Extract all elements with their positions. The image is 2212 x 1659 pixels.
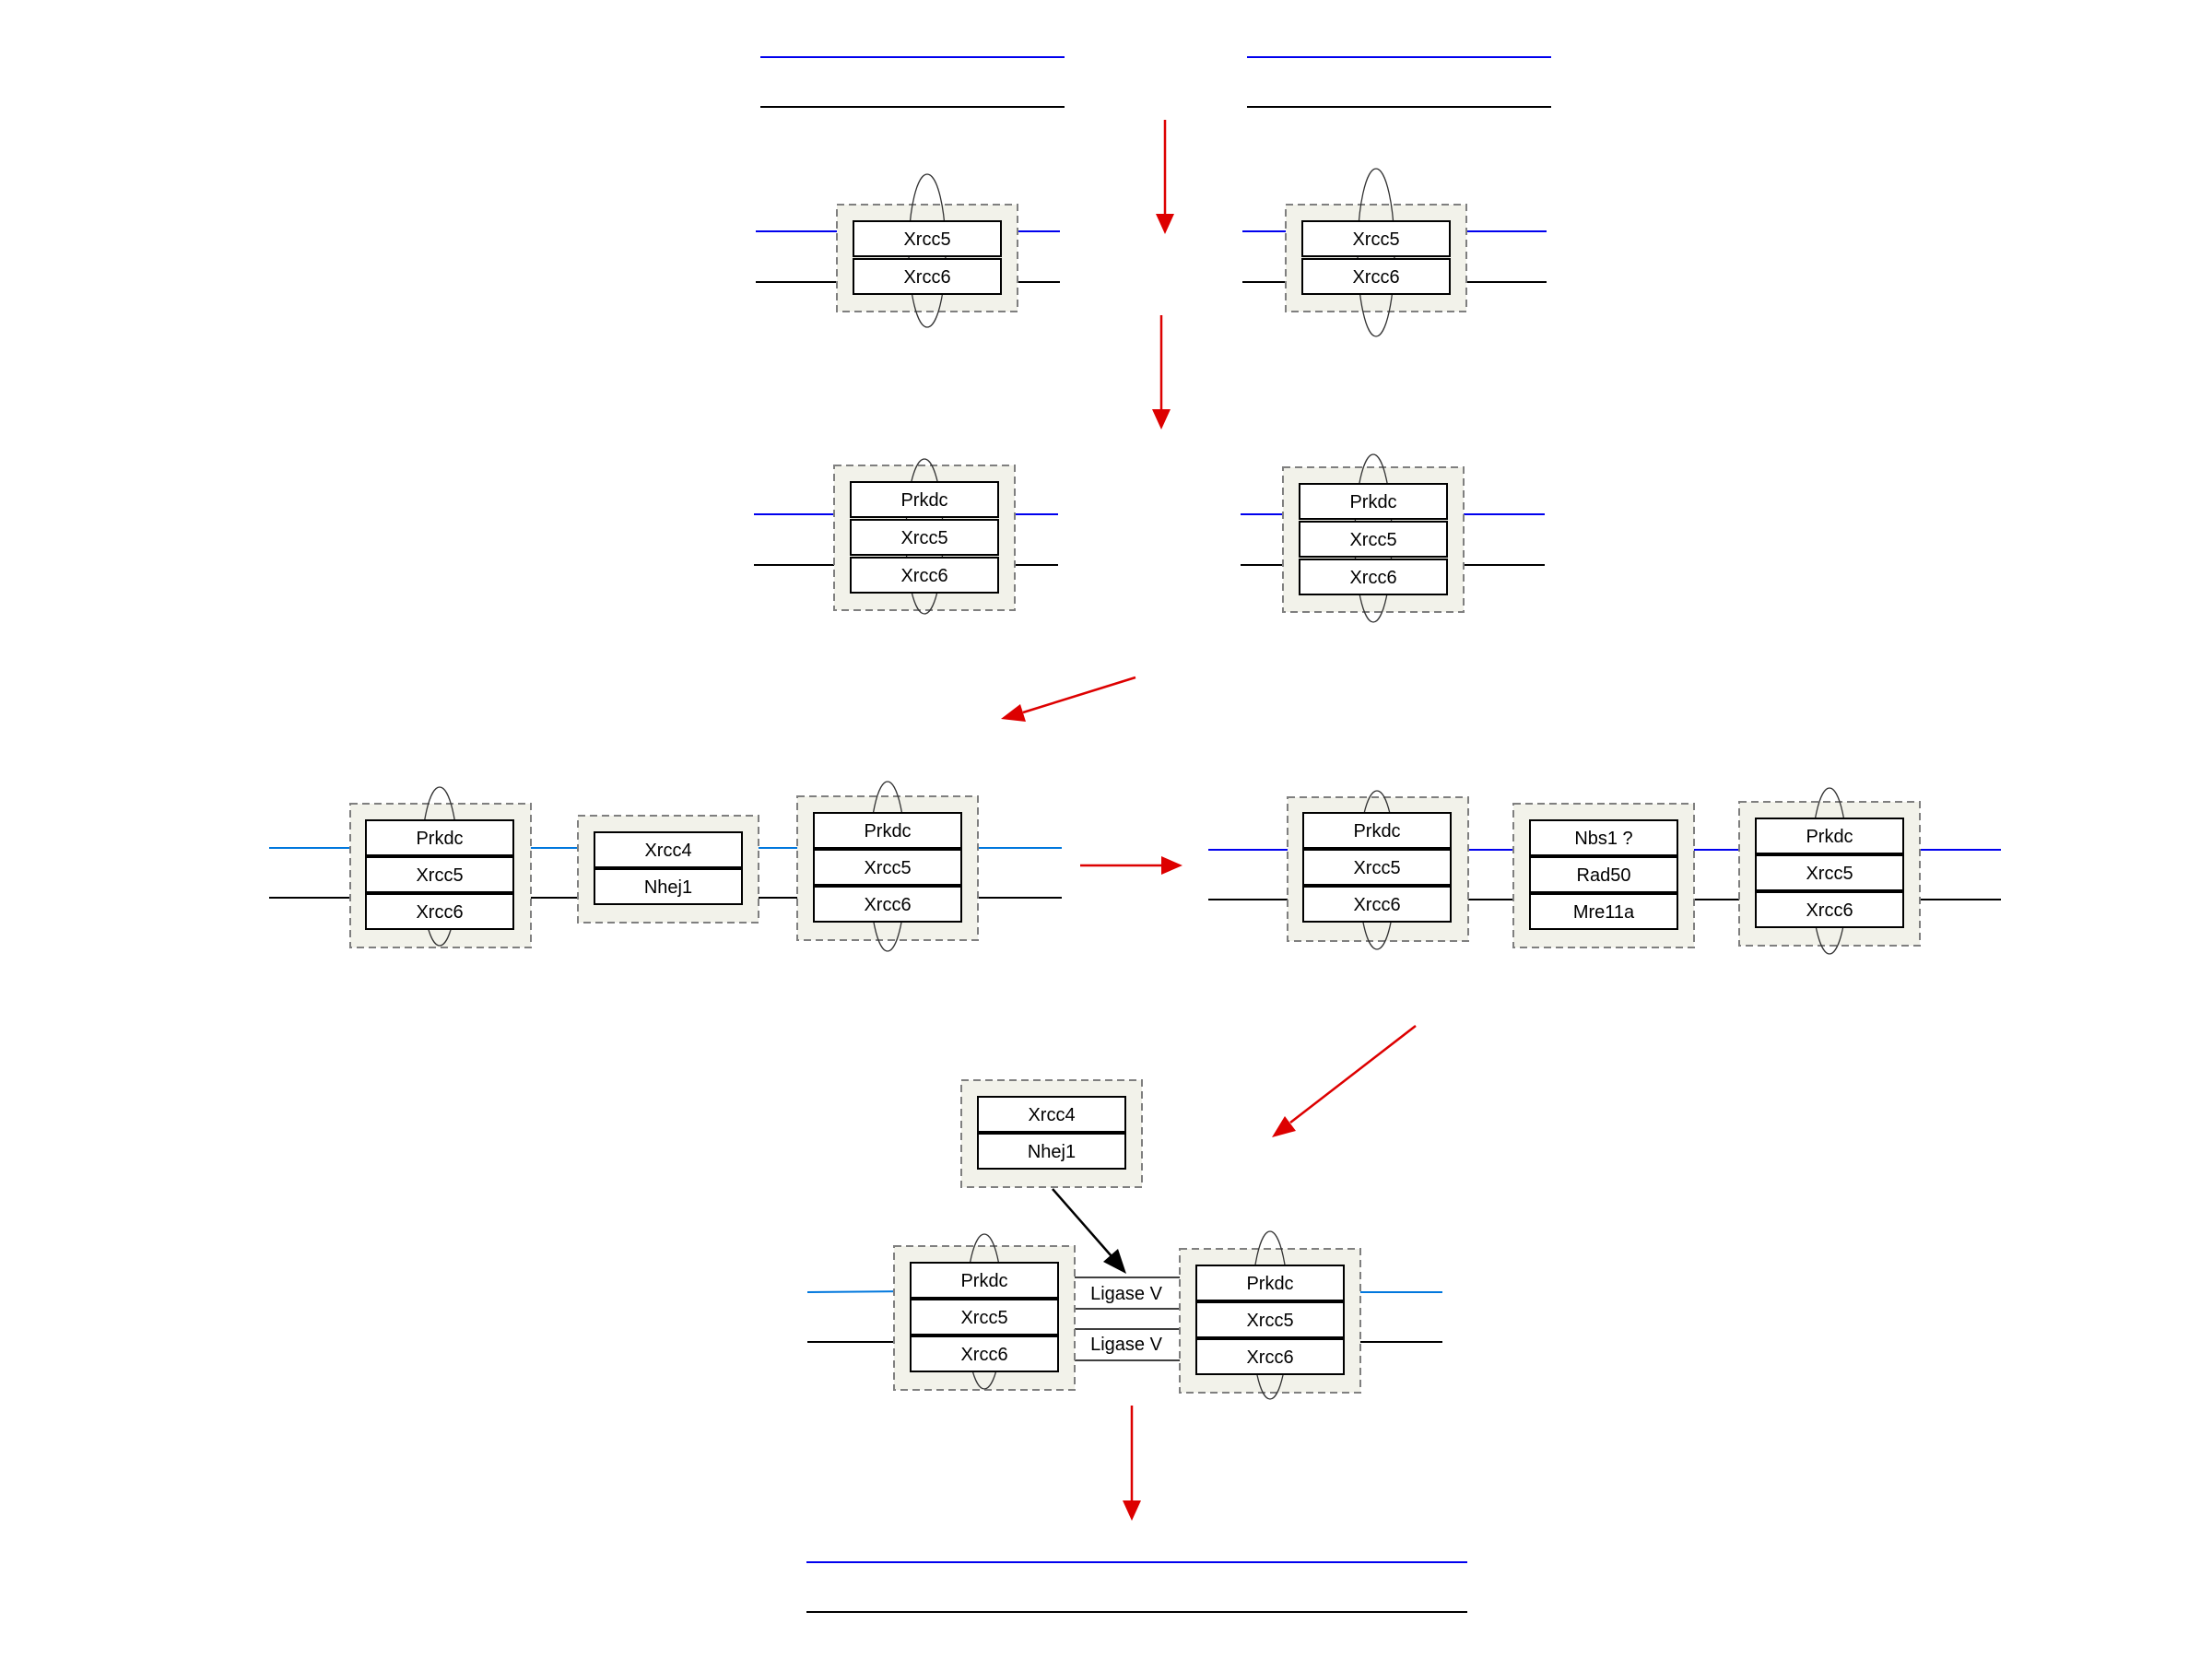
step4b-mrn-complex: Prkdc Xrcc5 Xrcc6 Nbs1 ? Rad50 Mre11a Pr… <box>1208 787 2001 955</box>
protein-box-xrcc4 <box>977 1096 1126 1133</box>
protein-label-xrcc5: Xrcc5 <box>960 1308 1007 1328</box>
protein-label-xrcc6: Xrcc6 <box>1352 267 1399 288</box>
protein-label-prkdc: Prkdc <box>960 1271 1007 1291</box>
protein-box-xrcc5 <box>1195 1301 1345 1338</box>
protein-label-xrcc5: Xrcc5 <box>864 858 911 878</box>
protein-label-prkdc: Prkdc <box>864 821 911 841</box>
protein-box-xrcc6 <box>1195 1338 1345 1375</box>
protein-box-xrcc6 <box>813 886 962 923</box>
black-arrow-to-ligase <box>1052 1188 1126 1274</box>
arrow-step3-to-step4a <box>1001 676 1136 722</box>
protein-box-prkdc <box>1755 818 1904 854</box>
protein-box-prkdc <box>1302 812 1452 849</box>
ligase-label-top: Ligase V <box>1090 1284 1162 1304</box>
protein-box-xrcc6 <box>365 893 514 930</box>
protein-box-prkdc <box>1299 483 1448 520</box>
protein-box-nbs1 <box>1529 819 1678 856</box>
protein-box-xrcc6 <box>1301 258 1451 295</box>
arrow-step2-to-step3 <box>1152 315 1171 429</box>
protein-box-rad50 <box>1529 856 1678 893</box>
protein-label-xrcc6: Xrcc6 <box>900 566 947 586</box>
protein-label-nhej1: Nhej1 <box>1028 1142 1076 1162</box>
step4a-xrcc4-bridging: Prkdc Xrcc5 Xrcc6 Xrcc4 Nhej1 Prkdc Xrcc… <box>269 781 1062 952</box>
arrow-step4a-to-step4b <box>1080 856 1182 875</box>
protein-label-xrcc4: Xrcc4 <box>1028 1105 1075 1125</box>
protein-label-xrcc6: Xrcc6 <box>1349 568 1396 588</box>
protein-box-xrcc6 <box>910 1335 1059 1372</box>
protein-box-xrcc5 <box>813 849 962 886</box>
protein-box-xrcc5 <box>365 856 514 893</box>
protein-box-xrcc5 <box>1755 854 1904 891</box>
protein-label-xrcc5: Xrcc5 <box>1349 530 1396 550</box>
protein-box-prkdc <box>910 1262 1059 1299</box>
step2-ku-binding: Xrcc5 Xrcc6 Xrcc5 Xrcc6 <box>756 168 1547 337</box>
protein-label-prkdc: Prkdc <box>416 829 463 849</box>
protein-label-xrcc5: Xrcc5 <box>416 865 463 886</box>
protein-box-prkdc <box>1195 1265 1345 1301</box>
protein-label-xrcc5: Xrcc5 <box>1352 229 1399 250</box>
protein-box-xrcc6 <box>1302 886 1452 923</box>
protein-label-xrcc6: Xrcc6 <box>1246 1347 1293 1368</box>
protein-box-xrcc4 <box>594 831 743 868</box>
protein-label-xrcc5: Xrcc5 <box>900 528 947 548</box>
arrow-step4b-to-step5 <box>1272 1025 1417 1137</box>
protein-label-nbs1: Nbs1 ? <box>1574 829 1632 849</box>
protein-box-prkdc <box>813 812 962 849</box>
protein-box-xrcc6 <box>1299 559 1448 595</box>
protein-label-prkdc: Prkdc <box>1353 821 1400 841</box>
protein-box-mre11a <box>1529 893 1678 930</box>
protein-box-xrcc5 <box>910 1299 1059 1335</box>
protein-label-prkdc: Prkdc <box>900 490 947 511</box>
protein-label-prkdc: Prkdc <box>1349 492 1396 512</box>
protein-box-xrcc6 <box>850 557 999 594</box>
protein-box-xrcc5 <box>1301 220 1451 257</box>
step5-ligation: Ligase V Ligase V Prkdc Xrcc5 Xrcc6 Prkd… <box>806 1079 1442 1400</box>
protein-label-xrcc5: Xrcc5 <box>1353 858 1400 878</box>
step6-repaired-dna <box>806 1561 1467 1613</box>
protein-box-xrcc5 <box>850 519 999 556</box>
protein-label-xrcc5: Xrcc5 <box>903 229 950 250</box>
arrow-step1-to-step2 <box>1156 120 1174 234</box>
protein-box-prkdc <box>850 481 999 518</box>
protein-label-xrcc5: Xrcc5 <box>1806 864 1853 884</box>
protein-box-xrcc5 <box>1299 521 1448 558</box>
step1-broken-dna <box>760 56 1551 108</box>
protein-label-xrcc6: Xrcc6 <box>903 267 950 288</box>
protein-box-xrcc5 <box>853 220 1002 257</box>
protein-box-prkdc <box>365 819 514 856</box>
protein-label-xrcc6: Xrcc6 <box>1353 895 1400 915</box>
protein-label-xrcc6: Xrcc6 <box>960 1345 1007 1365</box>
protein-box-xrcc6 <box>1755 891 1904 928</box>
protein-label-nhej1: Nhej1 <box>644 877 692 898</box>
protein-box-nhej1 <box>977 1133 1126 1170</box>
protein-label-xrcc6: Xrcc6 <box>416 902 463 923</box>
protein-box-xrcc6 <box>853 258 1002 295</box>
protein-box-nhej1 <box>594 868 743 905</box>
step3-dnapk-recruitment: Prkdc Xrcc5 Xrcc6 Prkdc Xrcc5 Xrcc6 <box>754 453 1545 623</box>
protein-label-prkdc: Prkdc <box>1246 1274 1293 1294</box>
ligase-label-bottom: Ligase V <box>1090 1335 1162 1355</box>
protein-label-xrcc4: Xrcc4 <box>644 841 691 861</box>
protein-label-prkdc: Prkdc <box>1806 827 1853 847</box>
protein-label-xrcc6: Xrcc6 <box>1806 900 1853 921</box>
protein-label-mre11a: Mre11a <box>1573 902 1635 923</box>
protein-box-xrcc5 <box>1302 849 1452 886</box>
protein-label-rad50: Rad50 <box>1577 865 1631 886</box>
protein-label-xrcc6: Xrcc6 <box>864 895 911 915</box>
arrow-step5-to-step6 <box>1123 1406 1141 1521</box>
protein-label-xrcc5: Xrcc5 <box>1246 1311 1293 1331</box>
